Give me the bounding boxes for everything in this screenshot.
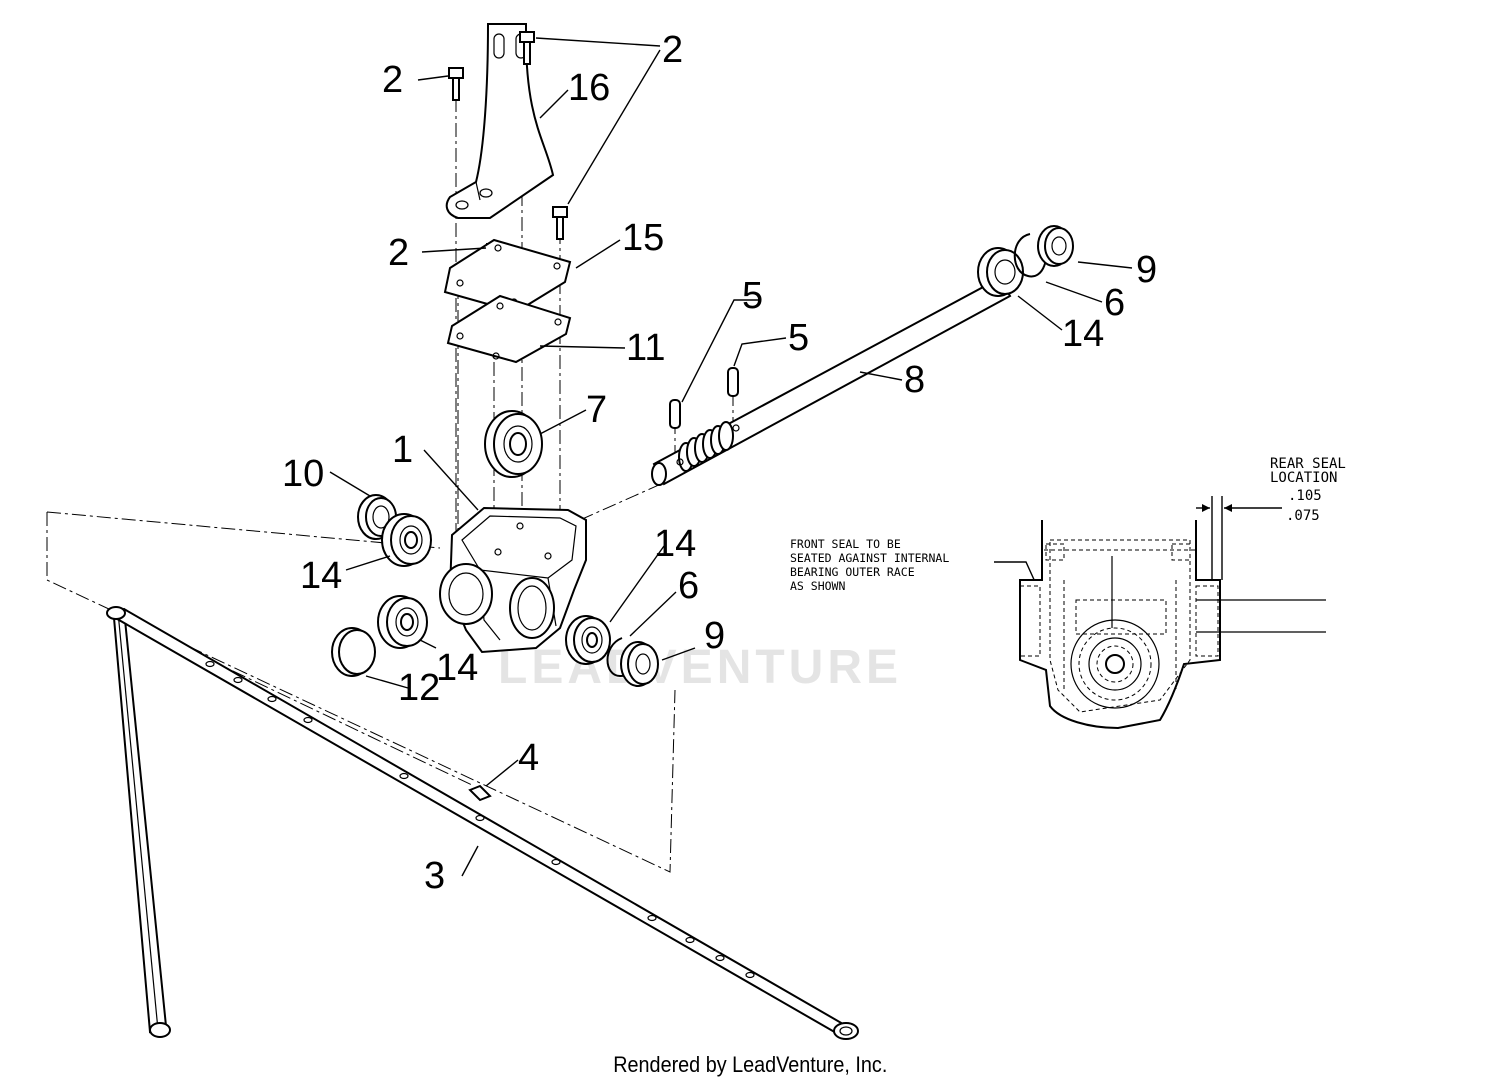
front-seal-note: FRONT SEAL TO BE [790,537,901,551]
part-3-axle-shaft [106,606,859,1040]
callout-5: 5 [788,317,809,359]
callout-2: 2 [388,232,409,274]
callout-9: 9 [704,615,725,657]
callout-15: 15 [622,217,664,259]
footer-text: Rendered by LeadVenture, Inc. [612,1052,888,1077]
callout-6: 6 [678,565,699,607]
part-1-housing [439,506,587,654]
rear-seal-label: REAR SEAL [1270,456,1346,472]
part-4-key [468,784,492,802]
callout-12: 12 [398,667,440,709]
callout-3: 3 [424,855,445,897]
callout-8: 8 [904,359,925,401]
part-12-cap [331,627,376,677]
part-8-worm-shaft [651,276,1012,486]
part-14-bearing-upper-right [977,247,1024,297]
watermark: LEADVENTURE [498,641,903,694]
callout-2: 2 [382,59,403,101]
front-seal-note: BEARING OUTER RACE [790,565,915,579]
leader-lines [329,37,1133,877]
part-14-bearing-right-lower [565,615,611,665]
callout-16: 16 [568,67,610,109]
part-5-pins [669,367,739,429]
part-9-seal-lower [620,641,659,687]
part-3-axle [111,608,171,1038]
part-14-bearing-left-lower [377,595,428,649]
callout-2: 2 [662,29,683,71]
front-seal-note: SEATED AGAINST INTERNAL [790,551,949,565]
callouts: 2 2 16 2 15 11 7 1 10 14 14 12 14 6 9 5 … [282,29,1157,897]
rear-seal-label: LOCATION [1270,470,1337,486]
callout-14: 14 [436,647,478,689]
front-seal-note: AS SHOWN [790,579,845,593]
callout-6: 6 [1104,282,1125,324]
callout-7: 7 [586,389,607,431]
callout-9: 9 [1136,249,1157,291]
footer-credit: Rendered by LeadVenture, Inc. [0,1052,1500,1078]
callout-14: 14 [1062,313,1104,355]
dimension-min: .075 [1286,508,1320,524]
part-14-bearing-left-upper [381,513,432,567]
callout-1: 1 [392,429,413,471]
dimension-max: .105 [1288,488,1322,504]
callout-4: 4 [518,737,539,779]
part-11-gasket [446,294,572,364]
assembly-lines [46,42,734,873]
callout-14: 14 [654,523,696,565]
part-15-cover-plate [443,238,572,314]
callout-11: 11 [626,327,665,369]
part-7-bearing [484,410,543,478]
callout-5: 5 [742,275,763,317]
part-9-seal-upper [1037,225,1074,267]
seal-location-detail: REAR SEAL LOCATION .105 .075 FRONT SEAL … [790,456,1346,730]
part-16-bracket [445,23,555,219]
callout-10: 10 [282,453,324,495]
callout-14: 14 [300,555,342,597]
